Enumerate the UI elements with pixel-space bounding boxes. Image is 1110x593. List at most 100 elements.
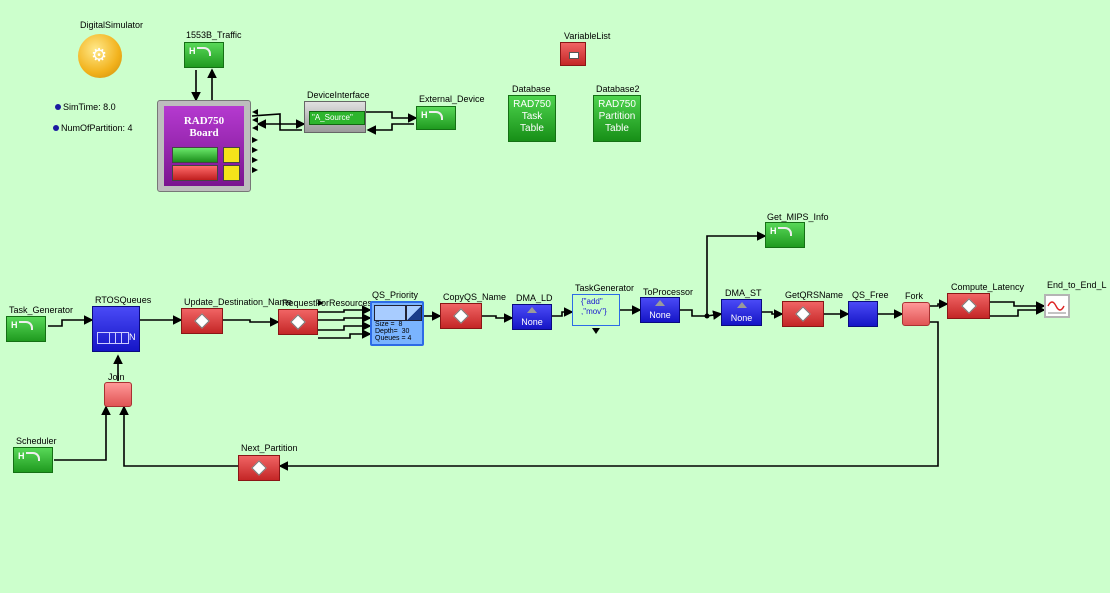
traffic-source-block[interactable]: H: [184, 42, 224, 68]
wire-copy-dmald: [482, 313, 514, 323]
task-generator-label: TaskGenerator: [575, 283, 635, 293]
diamond-icon: [194, 313, 210, 329]
fork-block[interactable]: [902, 302, 930, 326]
swirl-icon: [429, 111, 443, 120]
dma-st-block[interactable]: None: [721, 299, 762, 326]
a-source-field: "A_Source": [309, 111, 365, 125]
wire-request-qsp-1: [318, 305, 372, 315]
wire-latency-end-1: [990, 301, 1046, 311]
end-to-end-label: End_to_End_L: [1047, 280, 1107, 290]
diamond-icon: [251, 460, 267, 476]
dma-st-label: DMA_ST: [725, 288, 762, 298]
waveform-icon: [1047, 301, 1066, 314]
diamond-icon: [795, 306, 811, 322]
database-label: Database: [512, 84, 551, 94]
board-ports: [252, 109, 324, 306]
external-device-label: External_Device: [419, 94, 485, 104]
wire-fork-latency: [930, 299, 949, 309]
task-gen-values: {"add" ,"mov"}: [581, 297, 607, 316]
swirl-icon: [778, 227, 792, 236]
scheduler-label: Scheduler: [16, 436, 57, 446]
get-qrs-block[interactable]: [782, 301, 824, 327]
diamond-icon: [960, 298, 977, 314]
rtos-queues-label: RTOSQueues: [95, 295, 152, 305]
to-processor-block[interactable]: None: [640, 297, 680, 323]
variable-list-label: VariableList: [564, 31, 611, 41]
swirl-icon: [19, 321, 33, 330]
request-resources-block[interactable]: [278, 309, 318, 335]
join-label: Join: [108, 372, 125, 382]
dma-ld-label: DMA_LD: [516, 293, 553, 303]
compute-latency-block[interactable]: [947, 293, 990, 319]
wire-nextpart-join: [119, 405, 238, 467]
diamond-icon: [453, 308, 469, 324]
wire-to-getmips: [706, 231, 767, 316]
wire-ext-devint-1: [366, 123, 414, 135]
join-block[interactable]: [104, 382, 132, 407]
rtos-queues-block[interactable]: N: [92, 306, 140, 352]
h-icon: H: [189, 46, 196, 56]
wire-fork-nextpart: [278, 321, 939, 471]
n-port-label: N: [129, 332, 136, 342]
triangle-icon: [655, 300, 665, 306]
wire-scheduler-join: [54, 405, 111, 461]
next-partition-block[interactable]: [238, 455, 280, 481]
get-mips-label: Get_MIPS_Info: [767, 212, 829, 222]
next-partition-label: Next_Partition: [241, 443, 298, 453]
request-resources-label: RequestForResources: [282, 298, 373, 308]
h-icon: H: [18, 451, 25, 461]
scheduler-block[interactable]: H: [13, 447, 53, 473]
param-bullet-icon: [53, 125, 59, 131]
swirl-icon: [26, 452, 40, 461]
digital-simulator-gear-icon[interactable]: ⚙: [78, 34, 122, 78]
task-generator-src-label: Task_Generator: [9, 305, 74, 315]
task-generator-block[interactable]: {"add" ,"mov"}: [572, 294, 620, 334]
external-device-block[interactable]: H: [416, 106, 456, 130]
wire-devint-ext-1: [366, 111, 418, 123]
update-dest-block[interactable]: [181, 308, 223, 334]
get-mips-block[interactable]: H: [765, 222, 805, 248]
swirl-icon: [197, 47, 211, 56]
update-dest-label: Update_Destination_Name: [184, 297, 293, 307]
task-generator-src-block[interactable]: H: [6, 316, 46, 342]
triangle-icon: [736, 302, 747, 308]
wire-request-qsp-4: [318, 329, 372, 339]
h-icon: H: [770, 226, 777, 236]
copy-qs-label: CopyQS_Name: [443, 292, 507, 302]
database2-block[interactable]: RAD750 Partition Table: [593, 95, 641, 142]
board-title: RAD750 Board: [183, 115, 225, 139]
variable-list-block[interactable]: [560, 42, 586, 66]
to-processor-label: ToProcessor: [643, 287, 694, 297]
to-processor-value: None: [649, 310, 671, 320]
fork-label: Fork: [905, 291, 923, 301]
qs-priority-block[interactable]: Size = 8 Depth= 30 Queues = 4: [370, 301, 424, 346]
traffic-label: 1553B_Traffic: [186, 30, 242, 40]
copy-qs-block[interactable]: [440, 303, 482, 329]
get-qrs-label: GetQRSName: [785, 290, 844, 300]
diamond-icon: [290, 314, 306, 330]
database-block[interactable]: RAD750 Task Table: [508, 95, 556, 142]
device-interface-block[interactable]: "A_Source": [304, 101, 366, 133]
h-icon: H: [11, 320, 18, 330]
dma-ld-block[interactable]: None: [512, 304, 552, 330]
rad750-board-block[interactable]: RAD750 Board: [157, 100, 251, 192]
end-to-end-plot-block[interactable]: [1044, 294, 1070, 318]
junction-dot: [704, 313, 710, 319]
qs-priority-label: QS_Priority: [372, 290, 419, 300]
wire-dmald-taskgen: [552, 307, 574, 317]
triangle-icon: [527, 307, 537, 313]
wire-taskgen-rtos: [48, 315, 94, 327]
wire-board-devint-1: [251, 113, 306, 129]
sim-time-param[interactable]: SimTime: 8.0: [63, 102, 116, 112]
wire-update-request: [222, 317, 280, 327]
database2-label: Database2: [596, 84, 640, 94]
wire-request-qsp-2: [318, 313, 372, 323]
wire-latency-end-2: [990, 305, 1046, 317]
num-partition-param[interactable]: NumOfPartition: 4: [61, 123, 133, 133]
h-icon: H: [421, 110, 428, 120]
dma-ld-value: None: [521, 317, 543, 327]
compute-latency-label: Compute_Latency: [951, 282, 1025, 292]
qs-free-block[interactable]: [848, 301, 878, 327]
